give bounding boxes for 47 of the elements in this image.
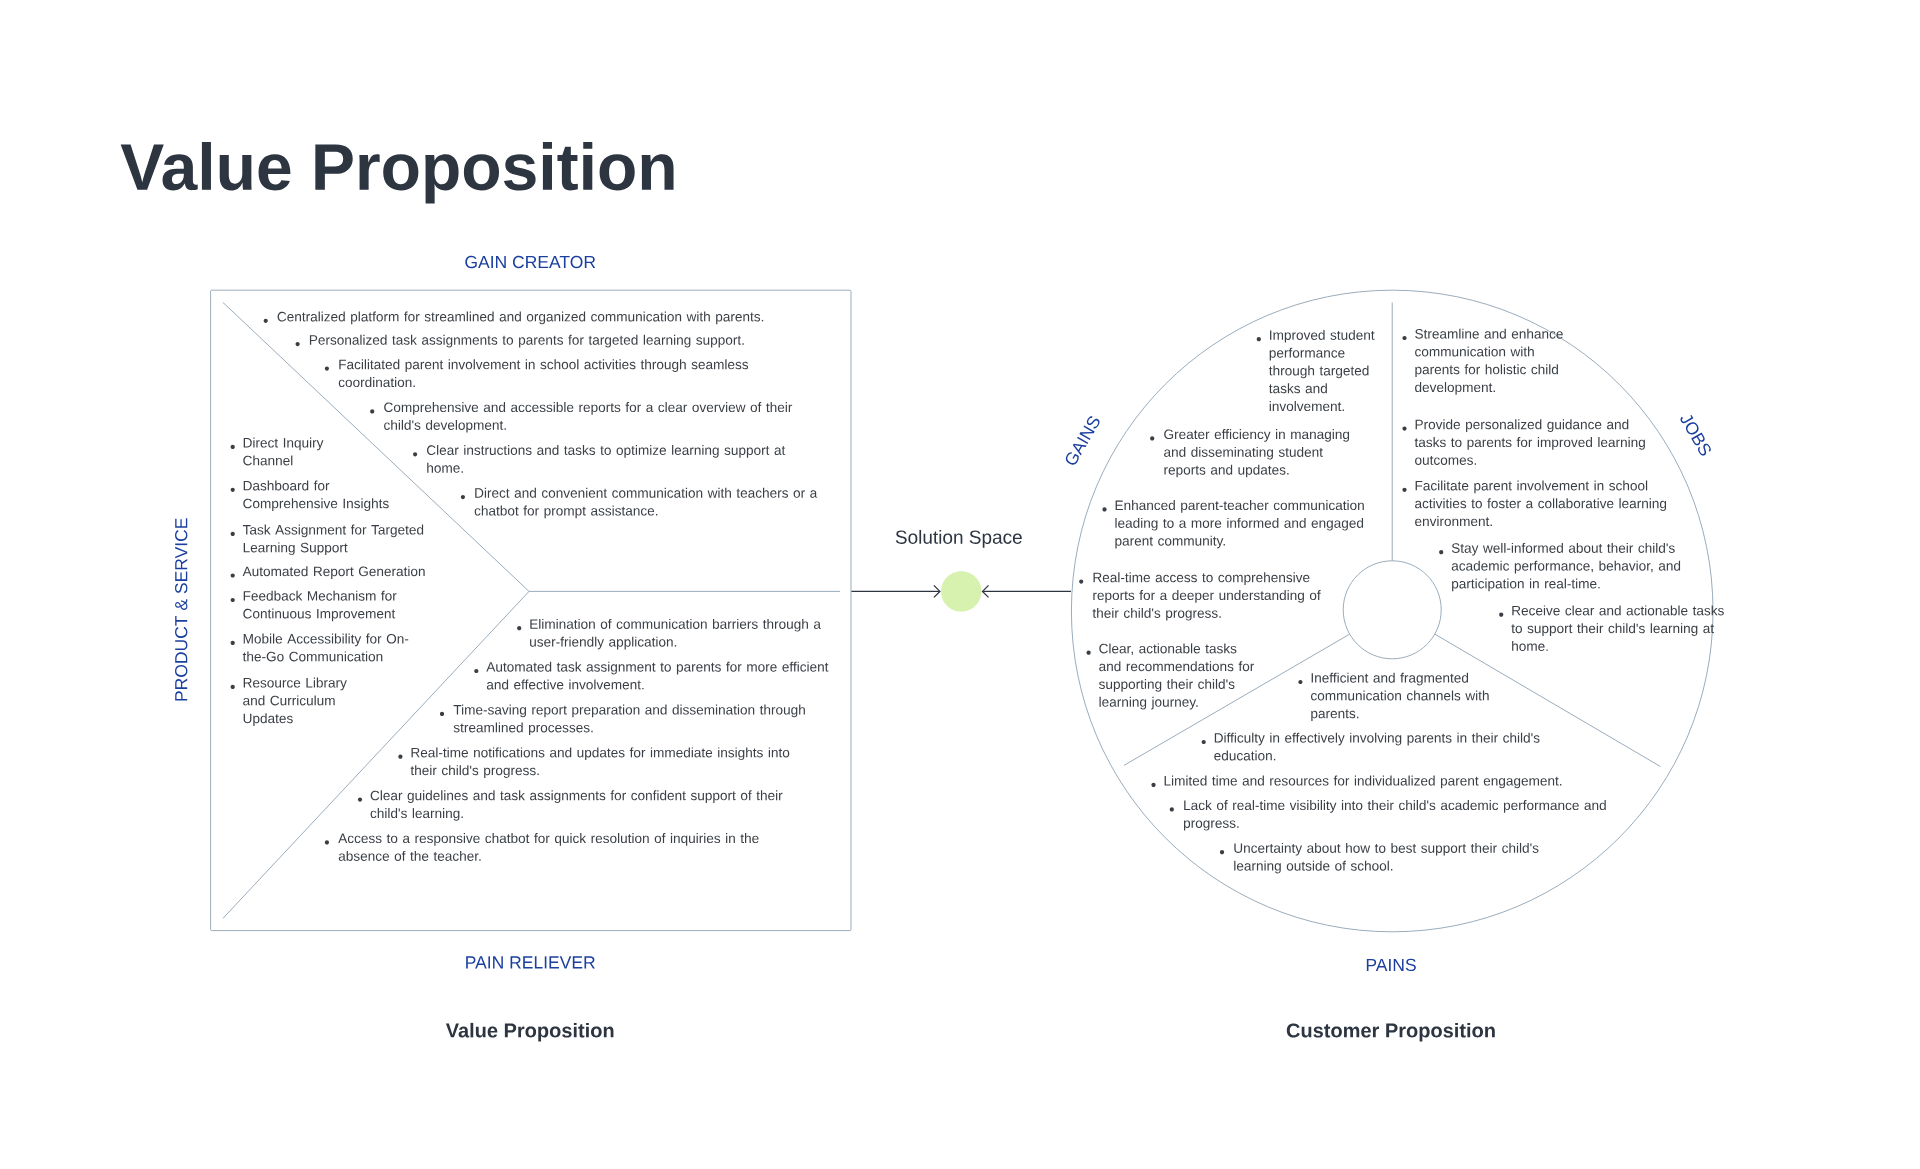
section-heading: PAINS <box>1366 958 1416 972</box>
node-label: Solution Space <box>895 529 1022 548</box>
list-item: Facilitate parent involvement in school activities to foster a collaborative learning environment. <box>1402 480 1667 527</box>
list-item: Comprehensive and accessible reports for a clear overview of their child's development. <box>370 402 793 433</box>
list-item: Automated task assignment to parents for more efficient and effective involvement. <box>474 661 829 690</box>
list-item: Automated Report Generation <box>230 566 425 579</box>
list-item: Access to a responsive chatbot for quick resolution of inquiries in the absence of the teacher. <box>324 833 759 861</box>
list-item: Limited time and resources for individualized parent engagement. <box>1151 775 1562 789</box>
caption: Customer Proposition <box>1286 1022 1495 1042</box>
list-item: Real-time access to comprehensive reports for a deeper understanding of their child's progress. <box>1079 572 1321 621</box>
list-item: Greater efficiency in managing and disseminating student reports and updates. <box>1150 429 1350 478</box>
section-heading: PRODUCT & SERVICE <box>175 518 188 701</box>
title: Value Proposition <box>120 142 674 204</box>
list-item: Mobile Accessibility for On-the-Go Communication <box>230 633 409 662</box>
arrow <box>981 584 1072 599</box>
list-item: Lack of real-time visibility into their child's academic performance and progress. <box>1169 800 1606 831</box>
list-item: Clear, actionable tasks and recommendations for supporting their child's learning journey. <box>1086 643 1255 710</box>
list-item: Direct Inquiry Channel <box>230 437 324 466</box>
list-item: Stay well-informed about their child's academic performance, behavior, and participation in real-time. <box>1439 542 1681 592</box>
list-item: Clear guidelines and task assignments for confident support of their child's learning. <box>357 790 783 821</box>
section-heading: GAIN CREATOR <box>465 255 596 269</box>
list-item: Resource Library and Curriculum Updates <box>230 677 347 726</box>
list-item: Feedback Mechanism for Continuous Improvement <box>230 590 397 622</box>
list-item: Difficulty in effectively involving parents in their child's education. <box>1201 732 1540 761</box>
section-heading: PAIN RELIEVER <box>466 956 595 969</box>
list-item: Inefficient and fragmented communication channels with parents. <box>1298 672 1489 721</box>
list-item: Real-time notifications and updates for immediate insights into their child's progress. <box>398 747 790 778</box>
list-item: Personalized task assignments to parents for targeted learning support. <box>295 334 744 348</box>
list-item: Enhanced parent-teacher communication leading to a more informed and engaged parent community. <box>1102 500 1364 549</box>
list-item: Facilitated parent involvement in school activities through seamless coordination. <box>324 359 749 388</box>
circle <box>1342 560 1442 660</box>
list-item: Dashboard for Comprehensive Insights <box>230 480 389 511</box>
list-item: Receive clear and actionable tasks to support their child's learning at home. <box>1499 605 1724 651</box>
list-item: Centralized platform for streamlined and organized communication with parents. <box>263 311 764 325</box>
list-item: Direct and convenient communication with teachers or a chatbot for prompt assistance. <box>460 487 818 519</box>
canvas-box <box>210 289 852 932</box>
solution-dot <box>941 571 982 612</box>
list-item: Time-saving report preparation and dissemination through streamlined processes. <box>439 704 805 736</box>
list-item: Clear instructions and tasks to optimize learning support at home. <box>413 445 786 473</box>
list-item: Uncertainty about how to best support their child's learning outside of school. <box>1219 842 1539 874</box>
list-item: Elimination of communication barriers through a user-friendly application. <box>517 618 821 650</box>
arrow <box>850 584 941 599</box>
list-item: Improved student performance through targeted tasks and involvement. <box>1256 329 1375 412</box>
list-item: Streamline and enhance communication with parents for holistic child development. <box>1402 328 1563 395</box>
caption: Value Proposition <box>445 1022 614 1042</box>
list-item: Task Assignment for Targeted Learning Support <box>230 524 424 556</box>
list-item: Provide personalized guidance and tasks to parents for improved learning outcomes. <box>1402 419 1645 465</box>
